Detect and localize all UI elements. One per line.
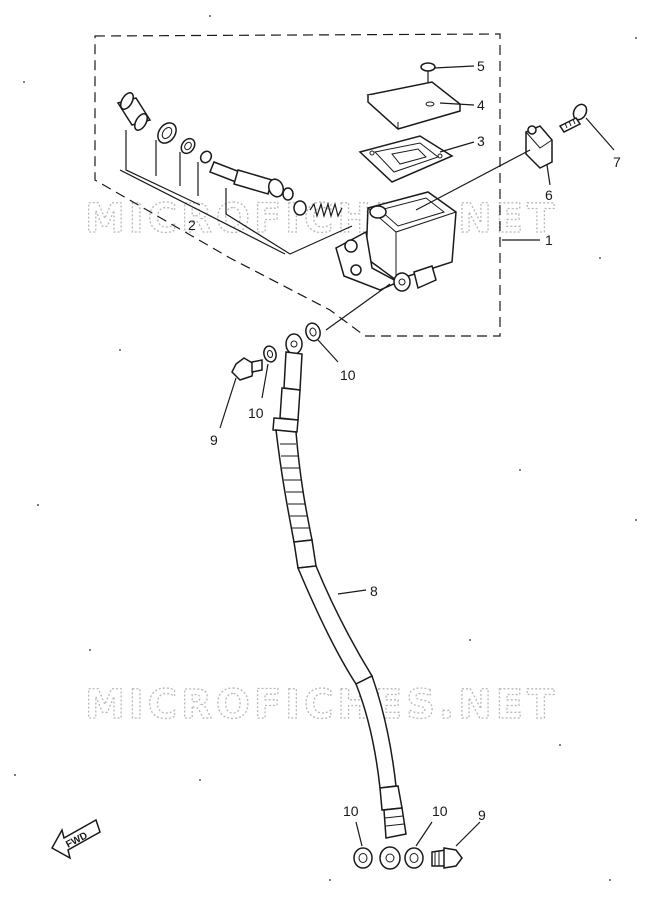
kit-bracket-lines <box>119 130 353 255</box>
callout-9-upper: 9 <box>210 432 218 448</box>
callout-5: 5 <box>477 58 485 74</box>
callout-7: 7 <box>613 154 621 170</box>
upper-washer-left <box>263 345 277 363</box>
clamp-holder-part <box>525 125 553 169</box>
callout-9-lower: 9 <box>478 807 486 823</box>
piston-rod-part <box>209 161 294 201</box>
leader-lines <box>219 65 615 847</box>
watermark-top: MICROFICHES.NET <box>85 196 558 242</box>
lower-banjo-bolt-part <box>431 847 463 869</box>
watermark-bottom: MICROFICHES.NET <box>85 682 558 728</box>
return-spring-part <box>293 200 343 219</box>
callout-2: 2 <box>188 217 196 233</box>
callout-8: 8 <box>370 583 378 599</box>
circlip-part <box>199 150 213 164</box>
fwd-arrow-icon: FWD <box>50 818 101 860</box>
lower-washer-left <box>353 847 373 869</box>
lower-washer-right <box>404 847 424 869</box>
callout-10-upper-right: 10 <box>340 367 356 383</box>
callout-3: 3 <box>477 133 485 149</box>
brake-hose-part <box>272 333 407 870</box>
callout-4: 4 <box>477 97 485 113</box>
fwd-label: FWD <box>64 830 89 850</box>
primary-seal-part <box>157 122 177 144</box>
upper-washer-right <box>305 322 321 342</box>
callout-10-upper-left: 10 <box>248 405 264 421</box>
upper-banjo-bolt-part <box>231 357 263 381</box>
master-cylinder-body <box>335 191 457 292</box>
callout-10-lower-left: 10 <box>343 803 359 819</box>
piston-cup-part <box>116 92 152 131</box>
scan-speckles <box>14 15 637 881</box>
callout-10-lower-right: 10 <box>432 803 448 819</box>
callout-6: 6 <box>545 187 553 203</box>
reservoir-cap-part <box>366 81 462 130</box>
secondary-seal-part <box>180 137 196 155</box>
callout-1: 1 <box>545 232 553 248</box>
assembly-boundary <box>94 33 501 337</box>
diaphragm-gasket-part <box>358 135 454 183</box>
clamp-bolt-part <box>558 103 588 133</box>
